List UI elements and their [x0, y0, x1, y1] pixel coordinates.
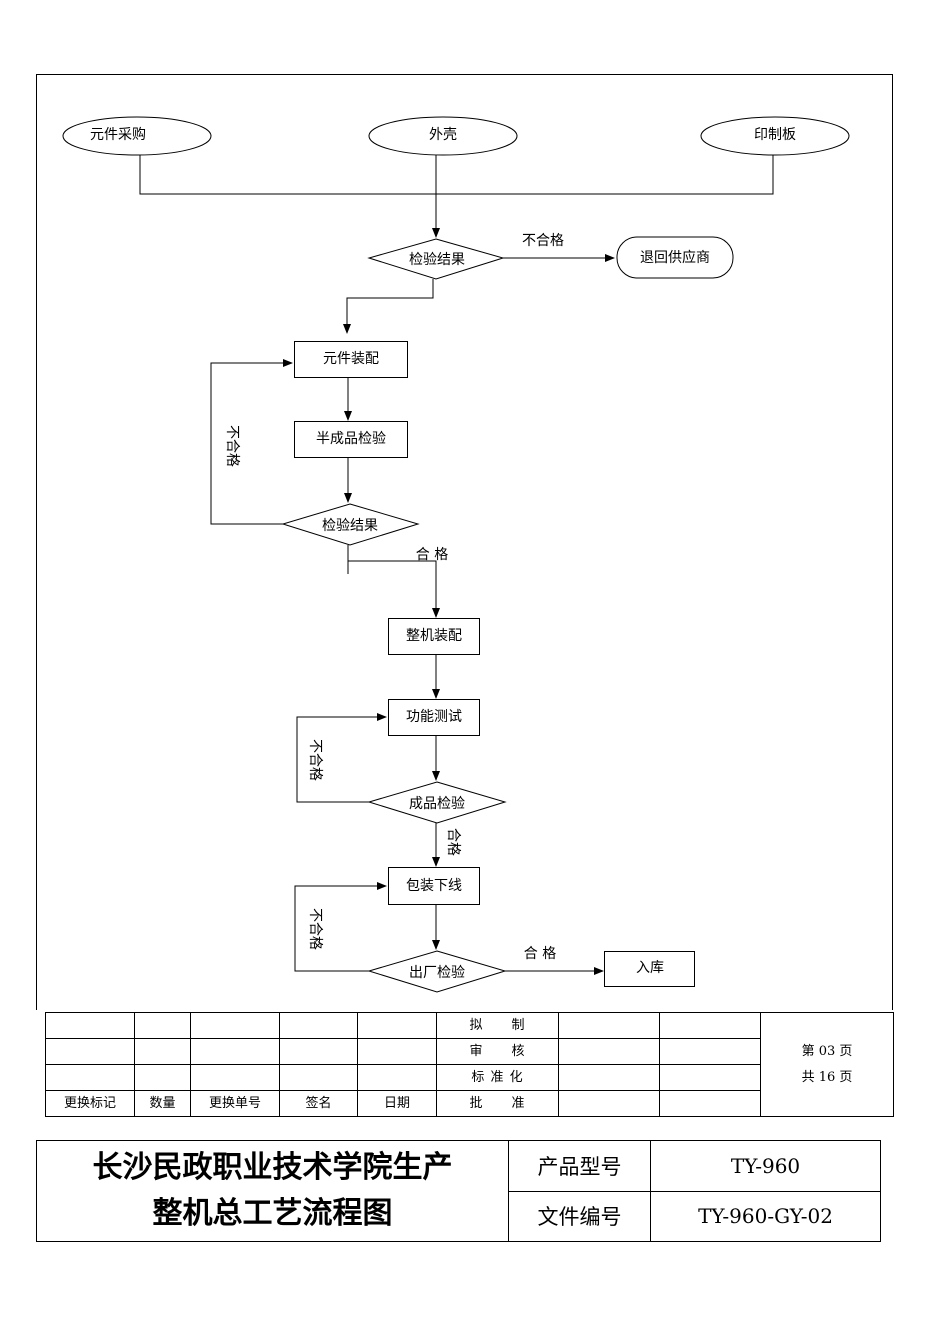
node-inspect-result-1: 检验结果 [409, 252, 465, 268]
node-housing-shape [368, 116, 518, 156]
model-label: 产品型号 [508, 1140, 651, 1192]
pass-edge-2 [348, 560, 440, 618]
fail-edge-3 [296, 713, 387, 803]
node-semi-inspection: 半成品检验 [316, 431, 386, 447]
edge-label-pass-2: 合 格 [416, 547, 448, 563]
node-product-inspection-shape [367, 781, 507, 824]
node-component-assembly-shape [294, 341, 408, 378]
edge-label-fail-4: 不合格 [307, 908, 323, 950]
node-factory-inspection: 出厂检验 [409, 965, 465, 981]
node-return-supplier-shape [616, 236, 734, 279]
sign-label-review: 审 核 [436, 1038, 559, 1065]
page-info-cell: 第 03 页 共 16 页 [760, 1012, 894, 1117]
node-parts-purchase-shape [62, 116, 212, 156]
node-semi-inspection-shape [294, 421, 408, 458]
revision-row: 标 准 化 [45, 1064, 894, 1091]
sign-label-draft: 拟 制 [436, 1012, 559, 1039]
page-total: 共 16 页 [801, 1069, 853, 1085]
node-packaging: 包装下线 [406, 878, 462, 894]
sign-label-approve: 批 准 [436, 1090, 559, 1117]
sign-label-standard: 标 准 化 [436, 1064, 559, 1091]
title-block: 长沙民政职业技术学院生产 整机总工艺流程图 产品型号 TY-960 文件编号 T… [36, 1140, 881, 1242]
node-inspect-result-1-shape [367, 238, 505, 280]
node-pcb-shape [700, 116, 850, 156]
model-value: TY-960 [650, 1140, 881, 1192]
node-function-test: 功能测试 [406, 709, 462, 725]
node-return-supplier: 退回供应商 [640, 249, 710, 266]
edge-label-fail-2: 不合格 [224, 425, 240, 467]
node-complete-assembly: 整机装配 [406, 628, 462, 644]
fail-edge-2 [210, 359, 293, 525]
org-title-line1: 长沙民政职业技术学院生产 [92, 1150, 453, 1185]
doc-value: TY-960-GY-02 [650, 1190, 881, 1242]
revision-table: 拟 制 第 03 页 共 16 页 审 核 标 准 化 更换标记 数量 更换单号… [45, 1012, 894, 1117]
org-title-cell: 长沙民政职业技术学院生产 整机总工艺流程图 [36, 1140, 509, 1242]
node-component-assembly: 元件装配 [323, 351, 379, 367]
node-product-inspection: 成品检验 [409, 796, 465, 812]
edge-label-fail-3: 不合格 [307, 739, 323, 781]
node-packaging-shape [388, 867, 480, 905]
node-factory-inspection-shape [367, 950, 507, 993]
node-parts-purchase: 元件采购 [90, 127, 146, 143]
node-warehouse-shape [604, 951, 695, 987]
header-quantity: 数量 [134, 1090, 191, 1117]
edge-label-pass-3: 合格 [445, 828, 461, 856]
edge-label-pass-4: 合 格 [524, 946, 556, 962]
diagram-frame [36, 74, 893, 1010]
fail-edge-4 [294, 882, 387, 972]
process-flowchart: 元件采购 外壳 印制板 检验结果 不合格 退回供应商 元件装配 半成品检验 检验… [36, 74, 893, 1010]
edge-label-fail-1: 不合格 [522, 233, 564, 249]
node-housing: 外壳 [429, 126, 457, 143]
revision-row: 拟 制 第 03 页 共 16 页 [45, 1012, 894, 1117]
pass-edge-1 [343, 279, 434, 334]
node-inspect-result-2: 检验结果 [322, 518, 378, 534]
merge-line [139, 155, 774, 195]
org-title-line2: 整机总工艺流程图 [152, 1196, 393, 1231]
page-number: 第 03 页 [801, 1043, 853, 1059]
header-change-no: 更换单号 [190, 1090, 280, 1117]
revision-header-row: 更换标记 数量 更换单号 签名 日期 批 准 [45, 1090, 894, 1117]
node-complete-assembly-shape [388, 618, 480, 655]
header-signature: 签名 [279, 1090, 358, 1117]
doc-label: 文件编号 [508, 1190, 651, 1242]
node-inspect-result-2-shape [281, 503, 420, 546]
header-change-mark: 更换标记 [45, 1090, 135, 1117]
node-pcb: 印制板 [754, 127, 796, 143]
node-function-test-shape [388, 699, 480, 736]
header-date: 日期 [357, 1090, 437, 1117]
node-warehouse: 入库 [636, 960, 664, 976]
